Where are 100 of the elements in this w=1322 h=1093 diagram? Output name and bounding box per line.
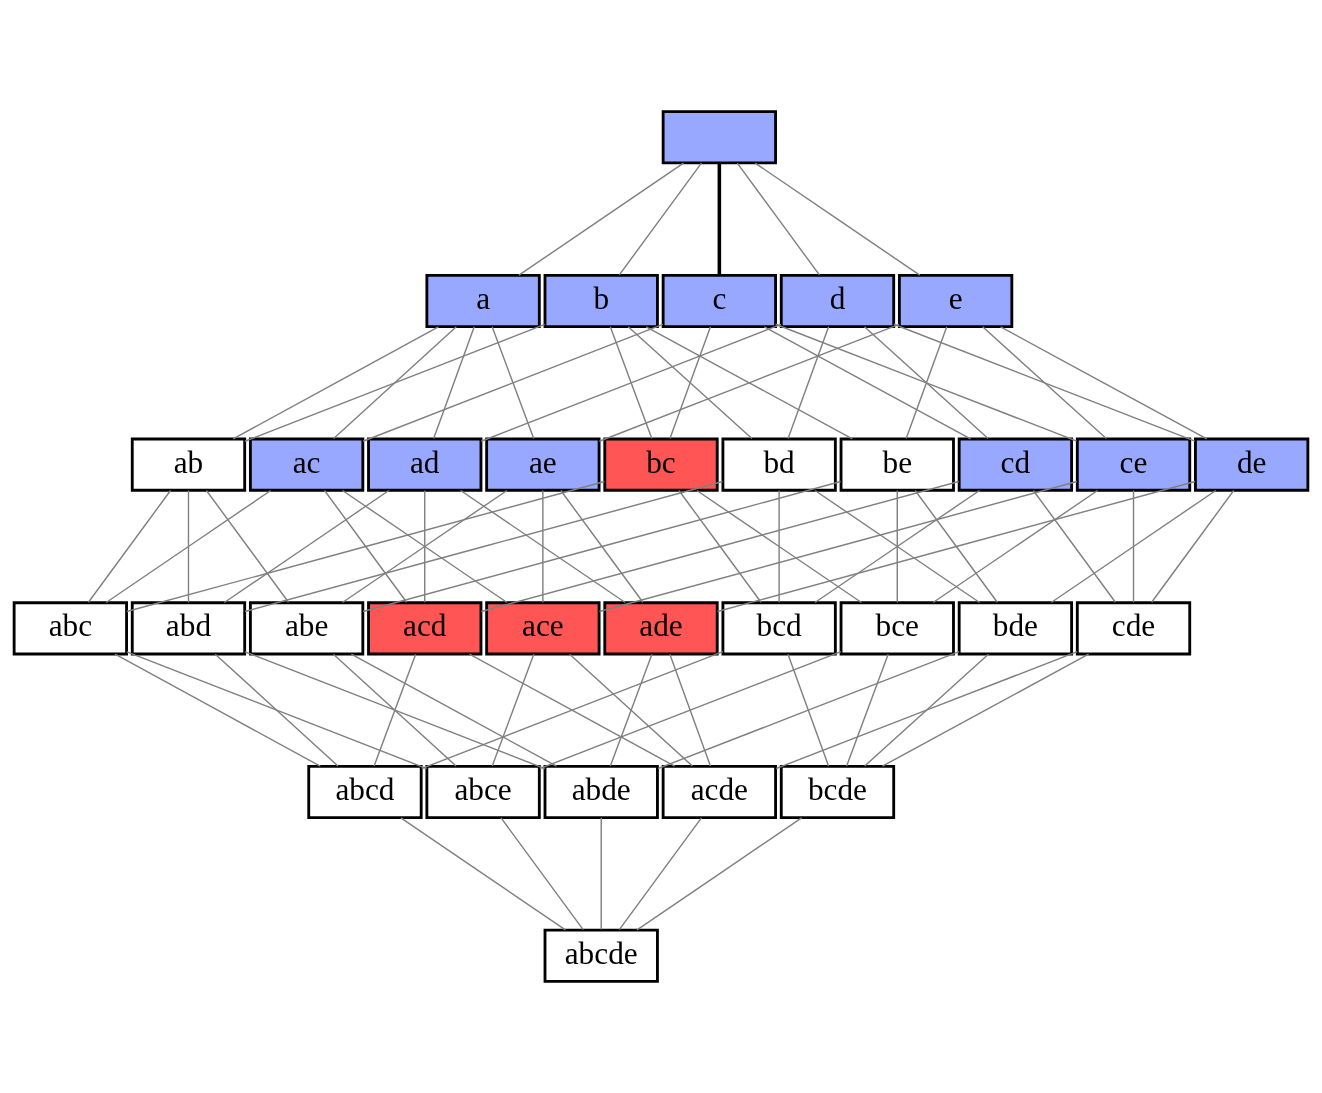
connector bbox=[400, 817, 567, 931]
node-box: abce bbox=[425, 764, 541, 820]
node-box: ace bbox=[485, 601, 601, 656]
connector bbox=[362, 323, 664, 442]
connector bbox=[105, 489, 272, 604]
connector bbox=[421, 650, 724, 770]
connector bbox=[864, 653, 990, 767]
node-box: c bbox=[661, 273, 777, 329]
node-box: acd bbox=[367, 601, 483, 656]
connector bbox=[323, 489, 408, 603]
node-box: ac bbox=[248, 437, 365, 492]
connector bbox=[1050, 489, 1217, 604]
connector bbox=[1132, 489, 1135, 603]
connector bbox=[845, 653, 889, 767]
connector bbox=[717, 163, 722, 275]
connector bbox=[736, 162, 821, 276]
connector bbox=[491, 653, 535, 767]
connector bbox=[787, 326, 830, 440]
connector bbox=[609, 653, 653, 767]
connector bbox=[696, 489, 863, 604]
connector bbox=[332, 326, 457, 440]
node-box: bcd bbox=[721, 601, 837, 656]
connector bbox=[539, 650, 842, 770]
connector bbox=[600, 817, 602, 931]
connector bbox=[424, 489, 426, 603]
connector bbox=[214, 653, 339, 767]
connector bbox=[373, 653, 417, 767]
connector bbox=[459, 489, 626, 604]
node-box: abc bbox=[12, 601, 128, 656]
connector bbox=[636, 817, 803, 931]
connector bbox=[754, 162, 921, 276]
connector bbox=[774, 323, 1078, 442]
node-box: bc bbox=[603, 437, 719, 492]
node-box: be bbox=[839, 437, 955, 492]
connector bbox=[542, 489, 544, 603]
connector bbox=[645, 326, 854, 440]
node-box: de bbox=[1194, 437, 1310, 492]
connector bbox=[678, 489, 762, 603]
connector bbox=[87, 489, 172, 603]
connector bbox=[1032, 489, 1117, 603]
connector bbox=[232, 326, 440, 440]
connector bbox=[999, 326, 1208, 440]
connector bbox=[598, 480, 1078, 613]
connector bbox=[491, 326, 535, 440]
connector bbox=[223, 489, 390, 604]
connector bbox=[341, 489, 508, 604]
connector bbox=[932, 489, 1099, 604]
connector bbox=[914, 489, 998, 603]
node-box: b bbox=[543, 273, 659, 329]
connector bbox=[893, 323, 1196, 442]
connector bbox=[126, 480, 606, 613]
node-box: cde bbox=[1075, 601, 1192, 656]
node-box: bcde bbox=[779, 764, 896, 820]
connector bbox=[763, 326, 972, 440]
node-box: abcd bbox=[307, 764, 423, 820]
connector bbox=[669, 653, 712, 767]
connector bbox=[480, 323, 782, 442]
connector bbox=[598, 323, 900, 442]
connector bbox=[778, 489, 780, 603]
connector bbox=[205, 489, 290, 603]
connector bbox=[362, 480, 842, 613]
connector bbox=[500, 817, 584, 931]
node-box: ade bbox=[603, 601, 719, 656]
node-box: abde bbox=[543, 764, 659, 820]
connector bbox=[863, 326, 989, 440]
node-box: bce bbox=[839, 601, 955, 656]
node-box: abe bbox=[248, 601, 365, 656]
connector bbox=[480, 480, 960, 613]
node-box: ab bbox=[130, 437, 247, 492]
node-box: bde bbox=[957, 601, 1074, 656]
connector bbox=[244, 651, 546, 770]
connector bbox=[468, 653, 676, 767]
connector bbox=[669, 326, 712, 440]
node-box: a bbox=[425, 273, 541, 329]
connector bbox=[896, 489, 898, 603]
node-box: abd bbox=[130, 601, 247, 656]
connector bbox=[350, 653, 558, 767]
connector bbox=[881, 653, 1090, 767]
node-box: ad bbox=[367, 437, 483, 492]
connector bbox=[618, 162, 703, 276]
connector bbox=[905, 326, 948, 440]
connector bbox=[568, 653, 693, 767]
connector bbox=[716, 480, 1196, 613]
node-box: d bbox=[779, 273, 896, 329]
connector bbox=[244, 323, 546, 442]
connector bbox=[1150, 489, 1235, 603]
connector bbox=[518, 162, 685, 276]
node-box: abcde bbox=[543, 928, 659, 983]
node-box: ae bbox=[485, 437, 601, 492]
node-box: e bbox=[897, 273, 1014, 329]
connector bbox=[787, 653, 830, 767]
connector bbox=[609, 326, 653, 440]
connector bbox=[126, 651, 428, 770]
connector bbox=[814, 489, 981, 604]
node-box: bd bbox=[721, 437, 837, 492]
connector bbox=[618, 817, 703, 931]
connector bbox=[244, 480, 724, 613]
node-box bbox=[661, 110, 777, 165]
connector bbox=[114, 653, 321, 767]
node-box: ce bbox=[1075, 437, 1192, 492]
